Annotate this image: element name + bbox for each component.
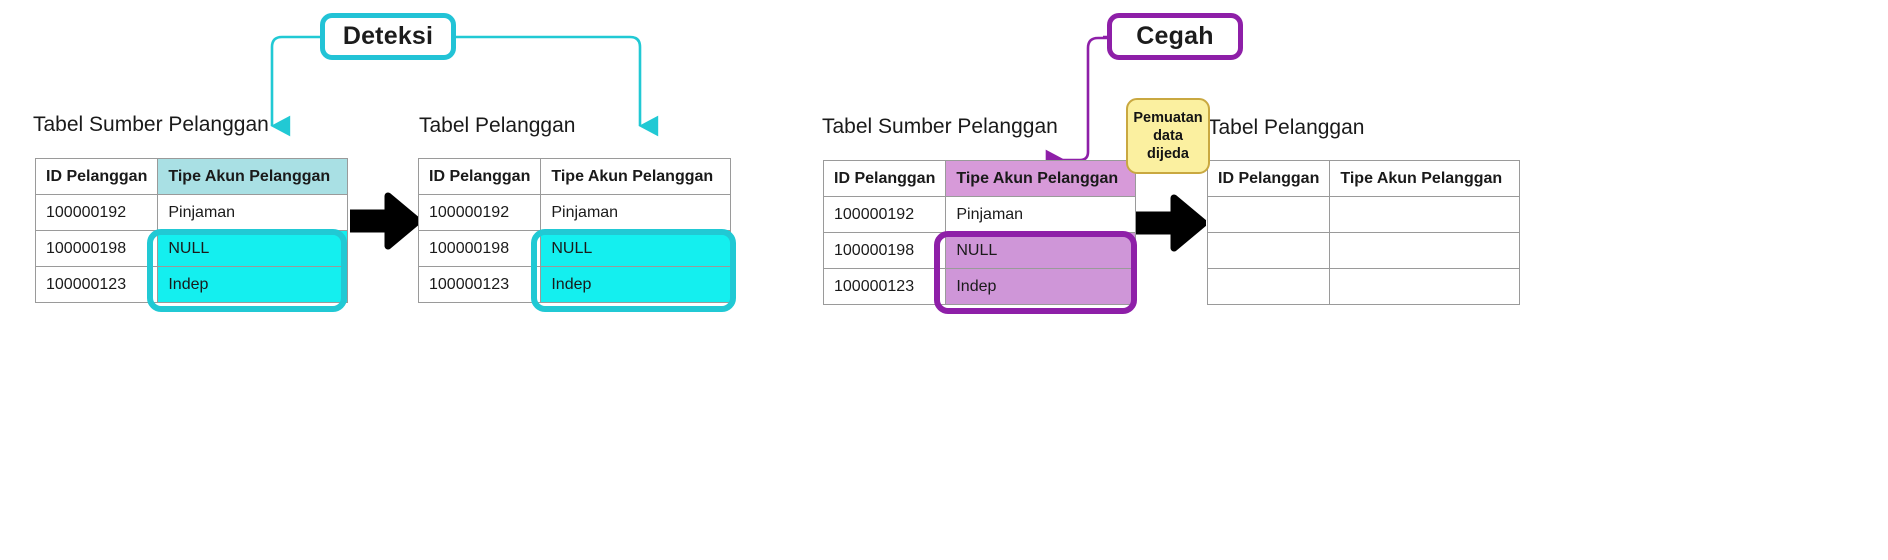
cell-id [1206, 196, 1331, 233]
table-prevent-source: ID Pelanggan Tipe Akun Pelanggan 1000001… [822, 160, 1137, 305]
column-header-type: Tipe Akun Pelanggan [1329, 160, 1521, 197]
table-row: 100000198 NULL [822, 232, 1137, 269]
cell-id: 100000198 [417, 230, 542, 267]
column-header-id: ID Pelanggan [1206, 160, 1331, 197]
table-row [1206, 232, 1521, 269]
cell-id: 100000192 [34, 194, 159, 231]
table-row: 100000192 Pinjaman [822, 196, 1137, 233]
title-prevent-target-table: Tabel Pelanggan [1208, 116, 1365, 139]
table-row: 100000123 Indep [417, 266, 732, 303]
title-prevent-source-table: Tabel Sumber Pelanggan [822, 115, 1058, 138]
cell-id: 100000123 [822, 268, 947, 305]
table-header-row: ID Pelanggan Tipe Akun Pelanggan [822, 160, 1137, 197]
cell-type [1329, 196, 1521, 233]
cell-id: 100000198 [34, 230, 159, 267]
cell-type-highlighted: NULL [157, 230, 349, 267]
cell-id: 100000192 [417, 194, 542, 231]
cell-id: 100000123 [34, 266, 159, 303]
table-row: 100000192 Pinjaman [417, 194, 732, 231]
connector-detect-right [456, 35, 659, 137]
column-header-id: ID Pelanggan [822, 160, 947, 197]
cell-type-highlighted: NULL [540, 230, 732, 267]
column-header-type: Tipe Akun Pelanggan [540, 158, 732, 195]
title-detect-source-table: Tabel Sumber Pelanggan [33, 113, 269, 136]
cell-type [1329, 232, 1521, 269]
sticky-note-line-2: data [1153, 127, 1183, 144]
connector-prevent-main [1045, 36, 1107, 171]
connector-detect-left [270, 35, 320, 137]
table-header-row: ID Pelanggan Tipe Akun Pelanggan [34, 158, 349, 195]
cell-id [1206, 268, 1331, 305]
sticky-note-line-1: Pemuatan [1133, 109, 1203, 126]
callout-deteksi-label: Deteksi [342, 22, 434, 50]
cell-id: 100000198 [822, 232, 947, 269]
cell-id: 100000123 [417, 266, 542, 303]
column-header-id: ID Pelanggan [34, 158, 159, 195]
flow-arrow-icon [1132, 194, 1208, 257]
cell-type-highlighted: Indep [540, 266, 732, 303]
cell-type: Pinjaman [945, 196, 1137, 233]
table-row: 100000123 Indep [822, 268, 1137, 305]
callout-cegah[interactable]: Cegah [1107, 13, 1243, 60]
table-header-row: ID Pelanggan Tipe Akun Pelanggan [1206, 160, 1521, 197]
table-prevent-target: ID Pelanggan Tipe Akun Pelanggan [1206, 160, 1521, 305]
column-header-type: Tipe Akun Pelanggan [945, 160, 1137, 197]
table-row: 100000198 NULL [417, 230, 732, 267]
column-header-type: Tipe Akun Pelanggan [157, 158, 349, 195]
cell-type [1329, 268, 1521, 305]
callout-deteksi[interactable]: Deteksi [320, 13, 456, 60]
sticky-note-line-3: dijeda [1147, 146, 1189, 163]
table-header-row: ID Pelanggan Tipe Akun Pelanggan [417, 158, 732, 195]
title-detect-target-table: Tabel Pelanggan [419, 114, 576, 137]
cell-id [1206, 232, 1331, 269]
table-detect-source: ID Pelanggan Tipe Akun Pelanggan 1000001… [34, 158, 349, 303]
cell-id: 100000192 [822, 196, 947, 233]
cell-type: Pinjaman [540, 194, 732, 231]
table-detect-target: ID Pelanggan Tipe Akun Pelanggan 1000001… [417, 158, 732, 303]
column-header-id: ID Pelanggan [417, 158, 542, 195]
cell-type-highlighted: Indep [157, 266, 349, 303]
cell-type-highlighted: Indep [945, 268, 1137, 305]
cell-type-highlighted: NULL [945, 232, 1137, 269]
callout-cegah-label: Cegah [1136, 22, 1214, 50]
table-row [1206, 196, 1521, 233]
table-row [1206, 268, 1521, 305]
table-row: 100000198 NULL [34, 230, 349, 267]
sticky-note-paused-load: Pemuatan data dijeda [1126, 98, 1210, 174]
table-row: 100000192 Pinjaman [34, 194, 349, 231]
table-row: 100000123 Indep [34, 266, 349, 303]
flow-arrow-icon [346, 192, 422, 255]
cell-type: Pinjaman [157, 194, 349, 231]
